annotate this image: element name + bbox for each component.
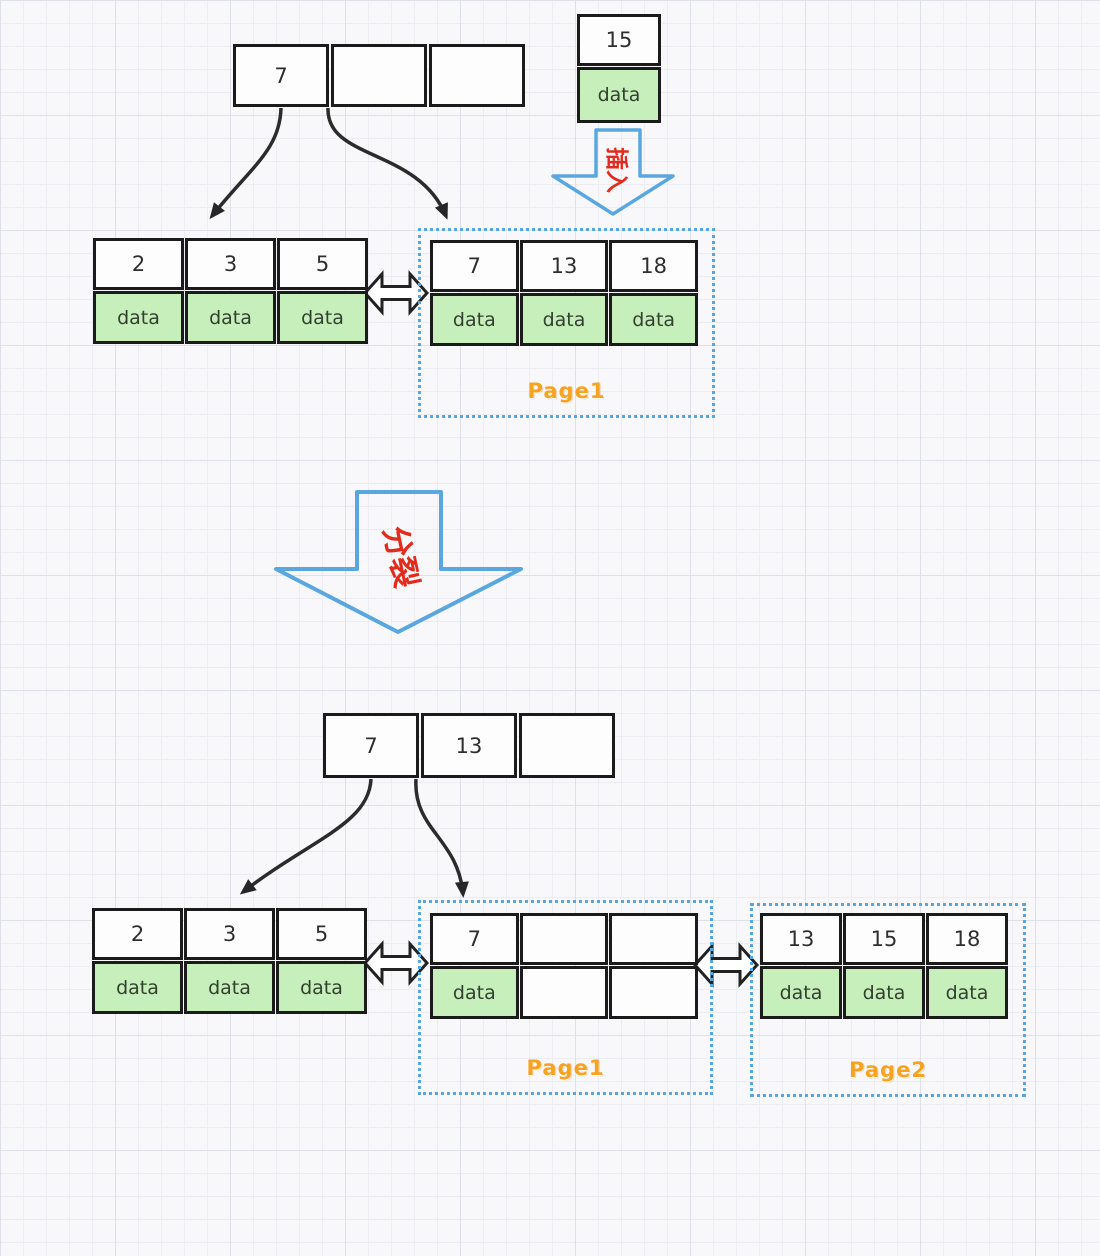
insert-arrow-label: 插入	[603, 147, 629, 193]
leaf-key-cell: 3	[185, 238, 276, 290]
page2-after: 13 15 18 data data data Page2	[750, 903, 1026, 1097]
leaf-data-cell: data	[185, 291, 276, 344]
leaf-data-cell: data	[609, 293, 698, 346]
leaf-key-cell: 18	[609, 240, 698, 292]
leaf-key-cell: 5	[277, 238, 368, 290]
leaf-data-cell: data	[926, 966, 1008, 1019]
page1-before: 7 13 18 data data data Page1	[418, 228, 715, 418]
leaf-key-cell: 5	[276, 908, 367, 960]
leaf-key-cell: 18	[926, 913, 1008, 965]
root-key-cell: 7	[233, 44, 329, 107]
leaf-key-cell	[609, 913, 698, 965]
leaf-data-cell: data	[430, 966, 519, 1019]
leaf-key-cell	[519, 913, 609, 965]
leaf-key-cell: 13	[760, 913, 842, 965]
leaf-key-cell: 2	[92, 908, 183, 960]
page2-leaf: 13 15 18 data data data	[760, 913, 1008, 1022]
page1-leaf-before: 7 13 18 data data data	[430, 240, 698, 349]
root-key-cell: 13	[421, 713, 517, 778]
leaf-key-cell: 3	[184, 908, 275, 960]
leaf-data-cell: data	[519, 293, 609, 346]
insert-arrow-icon	[551, 128, 675, 216]
left-leaf-before: 2 3 5 data data data	[93, 238, 368, 347]
root-to-page1-arrow-after	[414, 778, 469, 898]
page1-leaf-after: 7 data	[430, 913, 698, 1022]
root-to-page1-arrow	[326, 107, 448, 220]
root-key-cell	[429, 44, 525, 107]
leaf-data-cell-empty	[609, 966, 698, 1019]
new-entry-value: data	[577, 67, 661, 123]
root-node-after: 7 13	[323, 713, 615, 778]
page1-after: 7 data Page1	[418, 900, 713, 1095]
leaf-data-cell: data	[760, 966, 842, 1019]
leaf-key-cell: 13	[519, 240, 609, 292]
new-entry-box: 15 data	[577, 14, 661, 126]
split-arrow-icon	[274, 490, 523, 634]
leaf-key-cell: 7	[430, 913, 519, 965]
root-to-left-leaf-arrow-after	[239, 778, 373, 895]
leaf-data-cell: data	[92, 961, 183, 1014]
root-key-cell: 7	[323, 713, 419, 778]
root-to-left-leaf-arrow	[209, 107, 283, 220]
page1-label: Page1	[527, 379, 606, 403]
root-key-cell	[331, 44, 427, 107]
left-leaf-after: 2 3 5 data data data	[92, 908, 367, 1018]
root-node-before: 7	[233, 44, 525, 107]
leaf-key-cell: 7	[430, 240, 519, 292]
leaf-key-cell: 2	[93, 238, 184, 290]
new-entry-key: 15	[577, 14, 661, 66]
leaf-data-cell-empty	[519, 966, 609, 1019]
leaf-data-cell: data	[93, 291, 184, 344]
leaf-key-cell: 15	[843, 913, 925, 965]
leaf-data-cell: data	[276, 961, 367, 1014]
leaf-data-cell: data	[277, 291, 368, 344]
page2-label: Page2	[849, 1058, 927, 1082]
leaf-data-cell: data	[430, 293, 519, 346]
leaf-data-cell: data	[184, 961, 275, 1014]
page1-label: Page1	[526, 1056, 605, 1080]
leaf-data-cell: data	[843, 966, 925, 1019]
split-arrow-label: 分裂	[376, 523, 424, 591]
root-key-cell	[519, 713, 615, 778]
